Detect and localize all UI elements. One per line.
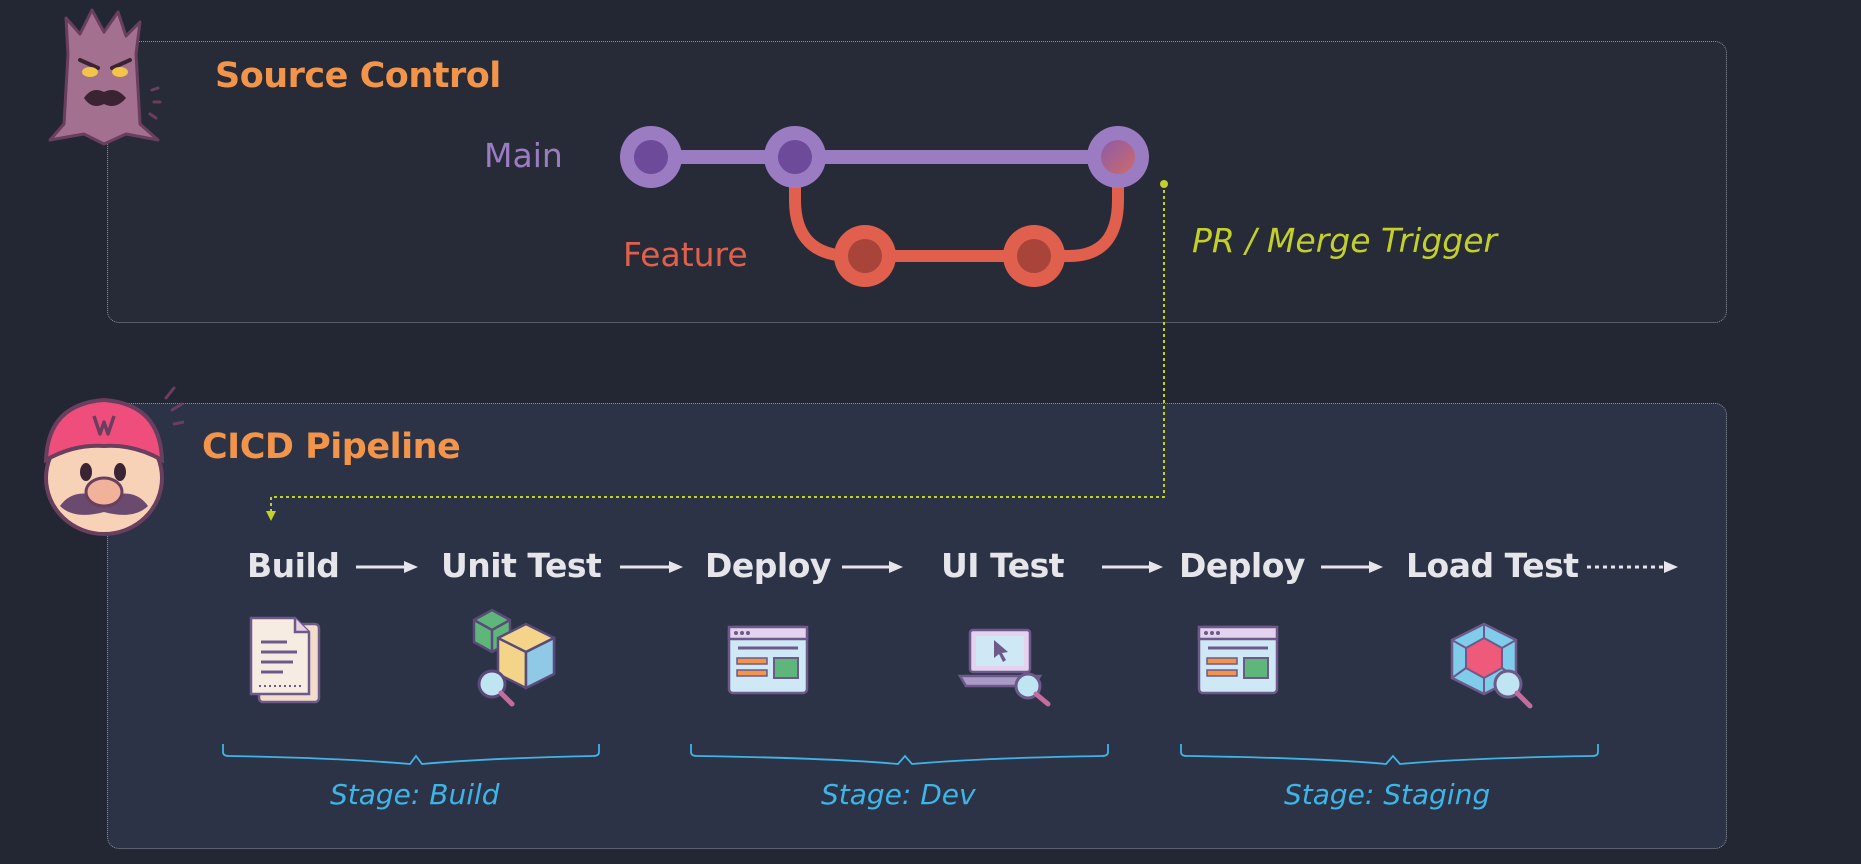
- browser-window-icon: [727, 625, 809, 695]
- main-commit-merge: [1087, 126, 1149, 188]
- stage-label-dev: Stage: Dev: [821, 778, 976, 811]
- cicd-pipeline-title: CICD Pipeline: [202, 427, 461, 467]
- main-commit-2: [764, 126, 826, 188]
- step-label-build: Build: [247, 546, 340, 585]
- stage-brace-build: [222, 744, 600, 765]
- browser-window-icon: [1197, 625, 1279, 695]
- arrow-2: [620, 561, 683, 573]
- cicd-pipeline-panel: [107, 403, 1727, 849]
- stage-label-staging: Stage: Staging: [1284, 778, 1491, 811]
- mario-face-icon: [43, 386, 184, 536]
- step-label-deploy-dev: Deploy: [705, 546, 831, 585]
- step-label-unit-test: Unit Test: [441, 546, 602, 585]
- arrow-4: [1102, 561, 1163, 573]
- source-control-title: Source Control: [215, 56, 501, 96]
- trigger-arrowhead: [266, 511, 276, 521]
- step-label-load-test: Load Test: [1406, 546, 1579, 585]
- step-label-deploy-staging: Deploy: [1179, 546, 1305, 585]
- stage-brace-dev: [690, 744, 1109, 765]
- arrow-1: [356, 561, 418, 573]
- feature-commit-2: [1003, 225, 1065, 287]
- trigger-label: PR / Merge Trigger: [1192, 221, 1498, 260]
- stage-brace-staging: [1180, 744, 1599, 765]
- feature-branch-label: Feature: [623, 235, 748, 274]
- document-icon: [249, 616, 321, 704]
- cube-magnifier-icon: [1450, 622, 1533, 709]
- step-label-ui-test: UI Test: [941, 546, 1065, 585]
- stage-label-build: Stage: Build: [330, 778, 500, 811]
- laptop-magnifier-icon: [958, 628, 1051, 707]
- arrow-5: [1321, 561, 1383, 573]
- trigger-connector: [270, 184, 1165, 512]
- arrow-6-continue: [1587, 561, 1678, 573]
- boxes-magnifier-icon: [472, 608, 556, 707]
- main-commit-1: [620, 126, 682, 188]
- main-branch-label: Main: [484, 136, 563, 175]
- arrow-3: [842, 561, 903, 573]
- feature-commit-1: [834, 225, 896, 287]
- source-control-panel: [107, 41, 1727, 323]
- tree-monster-icon: [48, 8, 162, 146]
